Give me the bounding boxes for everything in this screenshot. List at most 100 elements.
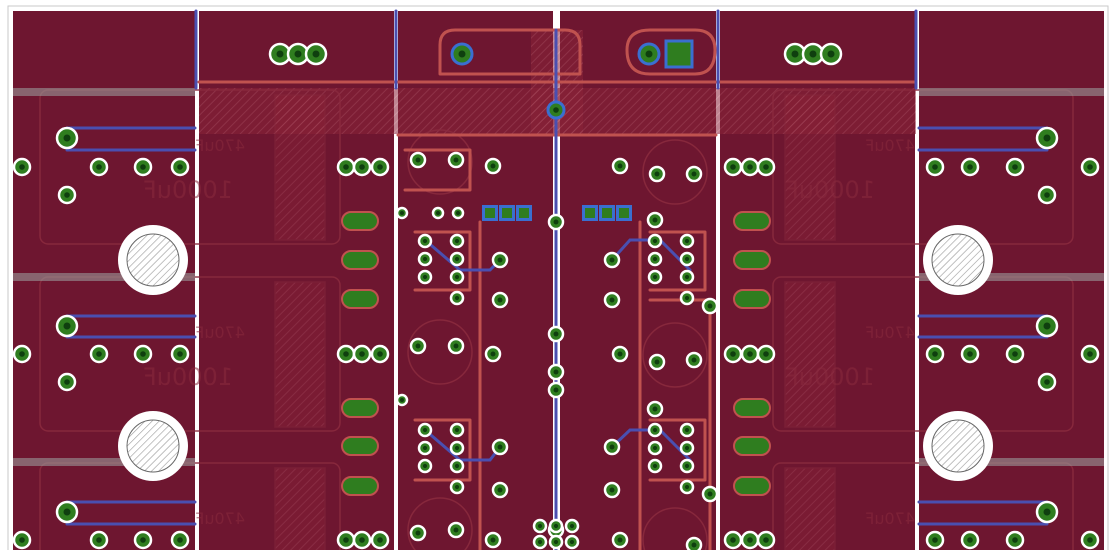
bottom-layer-traces <box>65 9 1049 550</box>
drill-hole <box>1087 351 1093 357</box>
drill-hole <box>569 523 575 529</box>
oval-pad <box>341 289 379 309</box>
drill-hole <box>377 351 383 357</box>
drill-hole <box>454 274 460 280</box>
square-pad <box>482 205 498 221</box>
drill-hole <box>684 256 690 262</box>
drill-hole <box>359 164 365 170</box>
drill-hole <box>140 537 146 543</box>
drill-hole <box>617 163 623 169</box>
isolation-bands <box>195 11 919 550</box>
drill-hole <box>1087 537 1093 543</box>
drill-hole <box>63 508 71 516</box>
oval-pad <box>341 476 379 496</box>
drill-hole <box>64 379 70 385</box>
drill-hole <box>19 537 25 543</box>
drill-hole <box>553 539 559 545</box>
drill-hole <box>809 50 817 58</box>
drill-hole <box>1012 164 1018 170</box>
cap-label: 470uF <box>865 323 915 342</box>
drill-hole <box>553 219 559 225</box>
drill-hole <box>454 427 460 433</box>
drill-hole <box>684 238 690 244</box>
drill-hole <box>497 487 503 493</box>
oval-pad <box>733 250 771 270</box>
oval-pad <box>341 211 379 231</box>
drill-hole <box>652 427 658 433</box>
drill-hole <box>454 484 460 490</box>
drill-hole <box>684 295 690 301</box>
drill-hole <box>490 351 496 357</box>
drill-hole <box>96 537 102 543</box>
drill-hole <box>537 539 543 545</box>
drill-hole <box>276 50 284 58</box>
drill-hole <box>967 537 973 543</box>
drill-hole <box>707 491 713 497</box>
drill-hole <box>343 164 349 170</box>
drill-hole <box>497 297 503 303</box>
drill-hole <box>1012 537 1018 543</box>
square-pad <box>499 205 515 221</box>
drill-hole <box>359 351 365 357</box>
drill-hole <box>63 322 71 330</box>
cap-label: 1000uF <box>143 363 233 391</box>
drill-hole <box>617 351 623 357</box>
drill-hole <box>1043 134 1051 142</box>
square-pad <box>582 205 598 221</box>
drill-hole <box>422 256 428 262</box>
oval-pad <box>733 289 771 309</box>
drill-hole <box>400 211 404 215</box>
drill-hole <box>645 50 653 58</box>
drill-hole <box>454 256 460 262</box>
drill-hole <box>763 537 769 543</box>
drill-hole <box>967 351 973 357</box>
oval-pad <box>733 436 771 456</box>
oval-pad <box>341 398 379 418</box>
drill-hole <box>537 523 543 529</box>
drill-hole <box>1043 322 1051 330</box>
drill-hole <box>652 274 658 280</box>
drill-hole <box>691 171 697 177</box>
drill-hole <box>691 542 697 548</box>
drill-hole <box>791 50 799 58</box>
drill-hole <box>377 164 383 170</box>
drill-hole <box>19 351 25 357</box>
oval-pad <box>733 476 771 496</box>
drill-hole <box>553 369 559 375</box>
drill-hole <box>652 217 658 223</box>
square-pad <box>599 205 615 221</box>
drill-hole <box>684 484 690 490</box>
drill-hole <box>1044 379 1050 385</box>
drill-hole <box>343 351 349 357</box>
drill-hole <box>177 164 183 170</box>
drill-hole <box>730 164 736 170</box>
drill-hole <box>569 539 575 545</box>
cap-label: 470uF <box>195 509 245 528</box>
drill-hole <box>422 463 428 469</box>
drill-hole <box>422 427 428 433</box>
drill-hole <box>140 164 146 170</box>
drill-hole <box>684 274 690 280</box>
drill-hole <box>553 523 559 529</box>
drill-hole <box>747 351 753 357</box>
drill-hole <box>140 351 146 357</box>
oval-pad <box>341 250 379 270</box>
silkscreen-labels: 470uF 1000uF 470uF 1000uF 470uF 470uF 10… <box>143 136 915 528</box>
cap-label: 470uF <box>195 323 245 342</box>
drill-hole <box>458 50 466 58</box>
drill-hole <box>312 50 320 58</box>
drill-hole <box>63 134 71 142</box>
drill-hole <box>177 351 183 357</box>
drill-hole <box>707 303 713 309</box>
mounting-holes <box>118 225 993 481</box>
square-pad <box>616 205 632 221</box>
drill-hole <box>652 238 658 244</box>
drill-hole <box>730 537 736 543</box>
cap-label: 470uF <box>865 136 915 155</box>
drill-hole <box>652 406 658 412</box>
pads-layer <box>12 39 1100 550</box>
drill-hole <box>177 537 183 543</box>
drill-hole <box>422 238 428 244</box>
drill-hole <box>454 445 460 451</box>
